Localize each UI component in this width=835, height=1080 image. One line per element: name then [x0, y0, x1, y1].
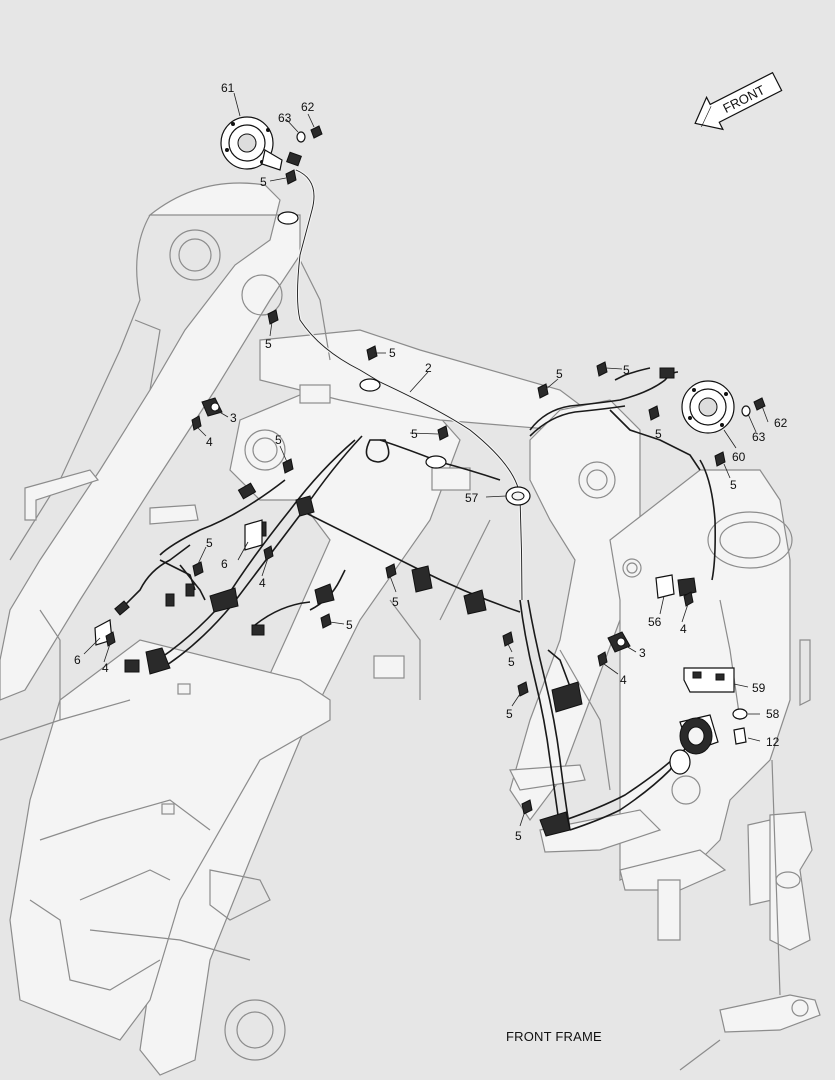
callout-5-right-column: 5	[730, 478, 737, 492]
bolt-12-icon	[733, 727, 747, 745]
grommet-icon	[277, 211, 447, 469]
drawing-caption: FRONT FRAME	[506, 1029, 602, 1044]
callout-4-lower-left: 4	[102, 661, 109, 675]
parts	[94, 116, 766, 837]
bolt-62-right-icon	[753, 397, 766, 411]
callout-5-left-branch: 5	[206, 536, 213, 550]
callout-4-right: 4	[680, 622, 687, 636]
washer-63-right-icon	[741, 405, 751, 417]
callout-3-left: 3	[230, 411, 237, 425]
callout-5-clamp: 5	[506, 707, 513, 721]
connector-right-top-icon	[659, 367, 675, 379]
front-direction-arrow: FRONT	[694, 71, 783, 131]
callout-4-left-arm: 4	[259, 576, 266, 590]
callout-5-top: 5	[260, 175, 267, 189]
front-frame-structure	[0, 182, 821, 1076]
callout-2: 2	[425, 361, 432, 375]
bracket-59-icon	[683, 667, 735, 693]
callout-6-left: 6	[74, 653, 81, 667]
callout-5-right-top-2: 5	[623, 363, 630, 377]
callout-5-crossbar: 5	[392, 595, 399, 609]
callout-4-left: 4	[206, 435, 213, 449]
grommet-57-icon	[505, 486, 531, 506]
callout-5-left-arm: 5	[275, 433, 282, 447]
callout-5-right-arm: 5	[508, 655, 515, 669]
callout-5-center: 5	[411, 427, 418, 441]
callout-3-right: 3	[639, 646, 646, 660]
callout-58: 58	[766, 707, 780, 721]
callout-56: 56	[648, 615, 662, 629]
bracket-56-icon	[655, 574, 697, 599]
callout-5-plate: 5	[389, 346, 396, 360]
callout-5-lower: 5	[346, 618, 353, 632]
callout-5-right-top: 5	[556, 367, 563, 381]
callout-6-left-arm: 6	[221, 557, 228, 571]
callout-labels: 61 63 62 5 5 5 2 3 4 5 5 57 6 4 5 6 4 5 …	[74, 81, 788, 843]
callout-12: 12	[766, 735, 780, 749]
callout-4-right-lower: 4	[620, 673, 627, 687]
bolt-5-icon	[192, 169, 726, 815]
clip-3-right-icon	[607, 631, 631, 653]
callout-60: 60	[732, 450, 746, 464]
clip-3-left-icon	[201, 397, 223, 417]
bolt-4-icon	[105, 415, 694, 667]
callout-5-bottom: 5	[515, 829, 522, 843]
callout-62-top: 62	[301, 100, 315, 114]
leader-lines	[83, 92, 769, 827]
socket-connector-icon	[669, 714, 719, 775]
callout-5-arm: 5	[265, 337, 272, 351]
callout-59: 59	[752, 681, 766, 695]
clamp-icon	[145, 495, 583, 837]
callout-61: 61	[221, 81, 235, 95]
washer-58-icon	[732, 708, 748, 720]
horn-60-icon	[681, 380, 735, 434]
callout-63-right: 63	[752, 430, 766, 444]
callout-63-top: 63	[278, 111, 292, 125]
washer-63-top-icon	[296, 131, 306, 143]
callout-5-right-mid: 5	[655, 427, 662, 441]
callout-57: 57	[465, 491, 479, 505]
callout-62-right: 62	[774, 416, 788, 430]
horn-61-icon	[220, 116, 283, 171]
bolt-62-top-icon	[310, 125, 323, 139]
connector-top-icon	[286, 151, 302, 167]
